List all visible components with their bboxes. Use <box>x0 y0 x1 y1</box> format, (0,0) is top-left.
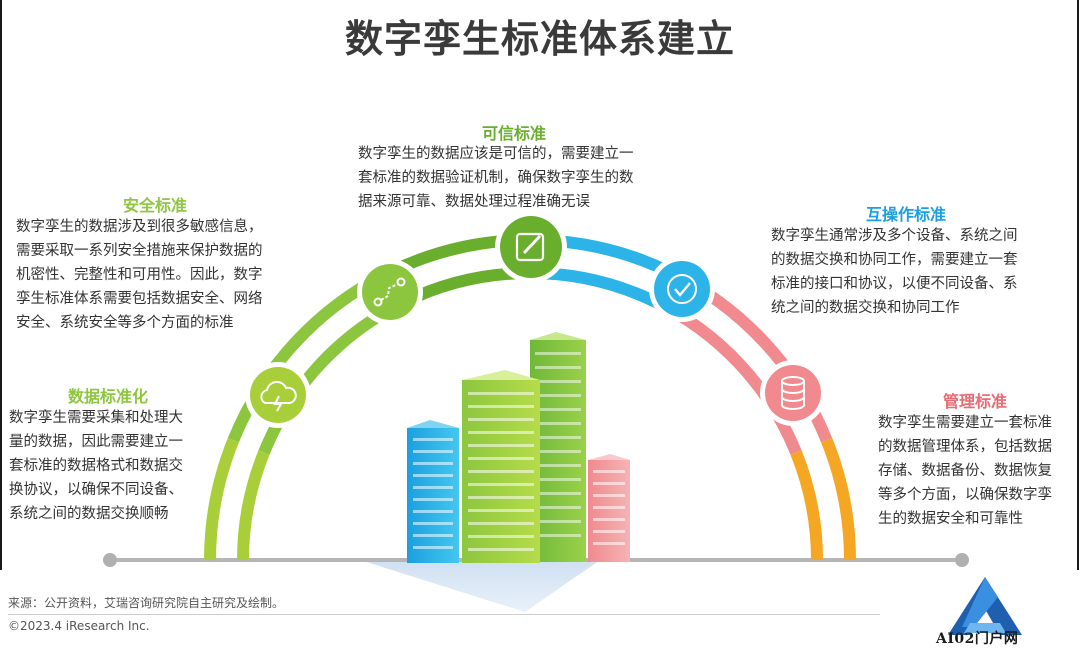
hucaozuo-description: 数字孪生通常涉及多个设备、系统之间 的数据交换和协同工作，需要建立一套 标准的接… <box>771 224 1071 320</box>
text-line: 量的数据，因此需要建立一 <box>9 434 183 450</box>
kexin-description: 数字孪生的数据应该是可信的，需要建立一 套标准的数据验证机制，确保数字孪生的数 … <box>358 142 688 214</box>
shuju-description: 数字孪生需要采集和处理大 量的数据，因此需要建立一 套标准的数据格式和数据交 换… <box>9 406 219 526</box>
text-line: 换协议，以确保不同设备、 <box>9 482 183 498</box>
route-nodes-icon <box>357 259 423 325</box>
text-line: 数字孪生需要采集和处理大 <box>9 410 183 426</box>
text-line: 数字孪生的数据涉及到很多敏感信息， <box>16 219 263 235</box>
shuju-title: 数据标准化 <box>68 387 149 406</box>
text-line: 数字孪生需要建立一套标准 <box>878 415 1052 431</box>
guanli-title: 管理标准 <box>943 392 1008 411</box>
check-circle-icon <box>649 256 715 322</box>
logo-text: AI02门户网 <box>936 631 1019 647</box>
text-line: 存储、数据备份、数据恢复 <box>878 463 1052 479</box>
city-buildings <box>407 332 630 563</box>
cloud-lightning-icon <box>245 362 311 428</box>
text-line: 统之间的数据交换和协同工作 <box>771 300 960 316</box>
text-line: 数字孪生通常涉及多个设备、系统之间 <box>771 228 1018 244</box>
frame-left-border <box>0 0 2 570</box>
page-title: 数字孪生标准体系建立 <box>344 17 735 61</box>
footer-divider <box>8 614 880 615</box>
text-line: 套标准的数据格式和数据交 <box>9 458 183 474</box>
text-line: 的数据交换和协同工作，需要建立一套 <box>771 252 1018 268</box>
guanli-description: 数字孪生需要建立一套标准 的数据管理体系，包括数据 存储、数据备份、数据恢复 等… <box>878 411 1076 531</box>
text-line: 需要采取一系列安全措施来保护数据的 <box>16 243 263 259</box>
text-line: 安全、系统安全等多个方面的标准 <box>16 315 234 331</box>
text-line: 的数据管理体系，包括数据 <box>878 439 1052 455</box>
text-line: 等多个方面，以确保数字孪 <box>878 487 1052 503</box>
text-line: 数字孪生的数据应该是可信的，需要建立一 <box>358 146 634 162</box>
text-line: 机密性、完整性和可用性。因此，数字 <box>16 267 263 283</box>
ground-shadow <box>360 560 600 612</box>
base-line-left-dot <box>103 553 117 567</box>
database-icon <box>760 360 826 426</box>
frame-right-border <box>1077 0 1079 570</box>
copyright: ©2023.4 iResearch Inc. <box>8 619 150 633</box>
hucaozuo-title: 互操作标准 <box>866 205 947 224</box>
kexin-title: 可信标准 <box>482 124 547 143</box>
text-line: 生的数据安全和可靠性 <box>878 511 1023 527</box>
anquan-description: 数字孪生的数据涉及到很多敏感信息， 需要采取一系列安全措施来保护数据的 机密性、… <box>16 215 316 335</box>
base-line-right-dot <box>955 553 969 567</box>
edit-pencil-icon <box>495 211 567 283</box>
text-line: 据来源可靠、数据处理过程准确无误 <box>358 194 590 210</box>
source-note: 来源：公开资料，艾瑞咨询研究院自主研究及绘制。 <box>8 596 285 610</box>
site-logo <box>948 577 1022 635</box>
text-line: 系统之间的数据交换顺畅 <box>9 506 169 522</box>
text-line: 标准的接口和协议，以便不同设备、系 <box>771 276 1018 292</box>
text-line: 孪生标准体系需要包括数据安全、网络 <box>16 291 263 307</box>
text-line: 套标准的数据验证机制，确保数字孪生的数 <box>358 170 634 186</box>
anquan-title: 安全标准 <box>123 196 188 215</box>
